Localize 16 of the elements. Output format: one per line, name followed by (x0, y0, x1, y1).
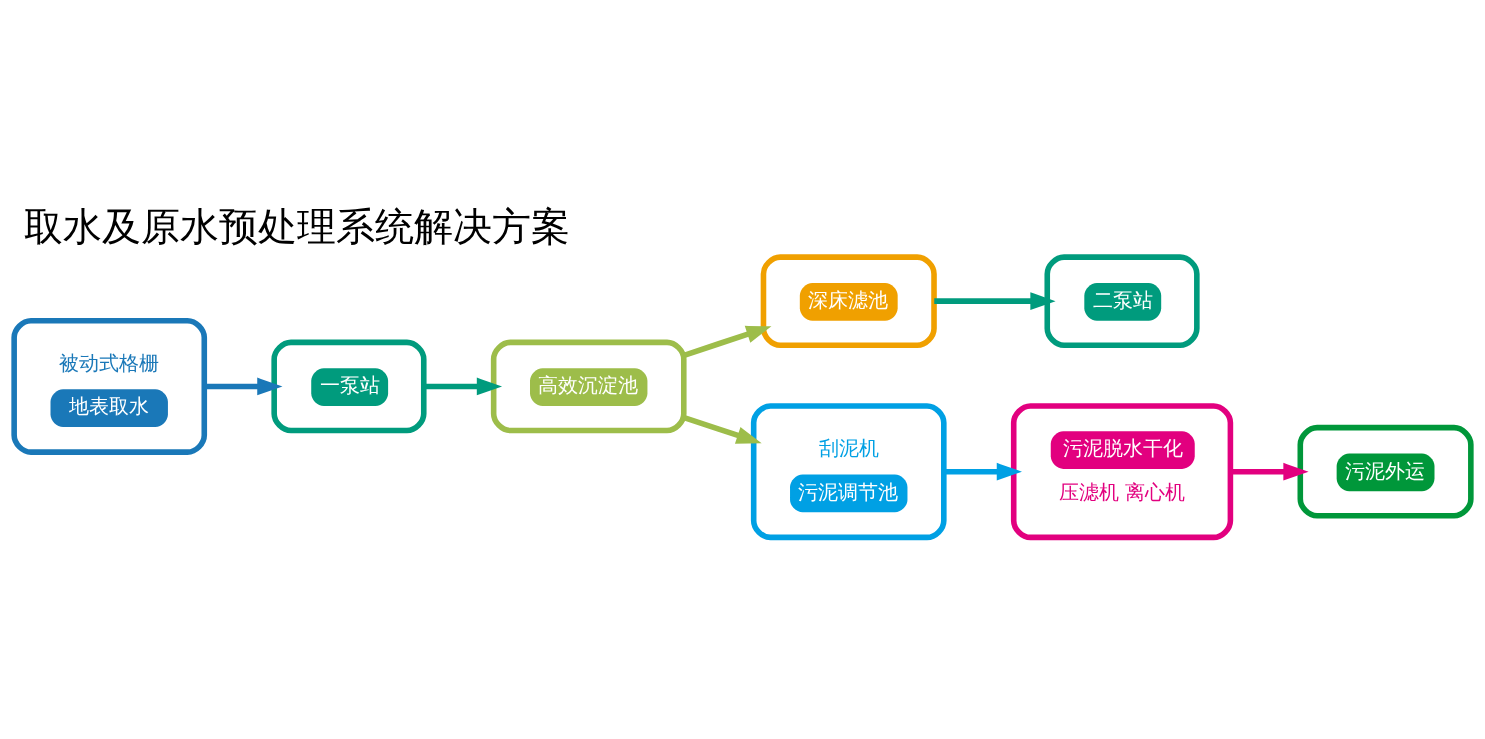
arrow (1230, 462, 1309, 481)
node-box: 被动式格栅 地表取水 (11, 317, 208, 455)
arrow (683, 325, 772, 358)
node-box: 一泵站 (271, 339, 427, 433)
arrow (934, 291, 1056, 310)
node-box: 污泥外运 (1297, 424, 1474, 519)
arrow (944, 462, 1022, 481)
node-box: 二泵站 (1044, 253, 1200, 348)
node-box: 高效沉淀池 (490, 339, 687, 433)
node-box: 污泥脱水干化 压滤机 离心机 (1010, 402, 1234, 540)
diagram-title: 取水及原水预处理系统解决方案 (24, 203, 571, 248)
arrow (204, 377, 283, 395)
node-box: 刮泥机 污泥调节池 (750, 402, 947, 540)
node-box: 深床滤池 (760, 253, 937, 348)
arrow (683, 414, 762, 444)
arrow (424, 377, 503, 395)
